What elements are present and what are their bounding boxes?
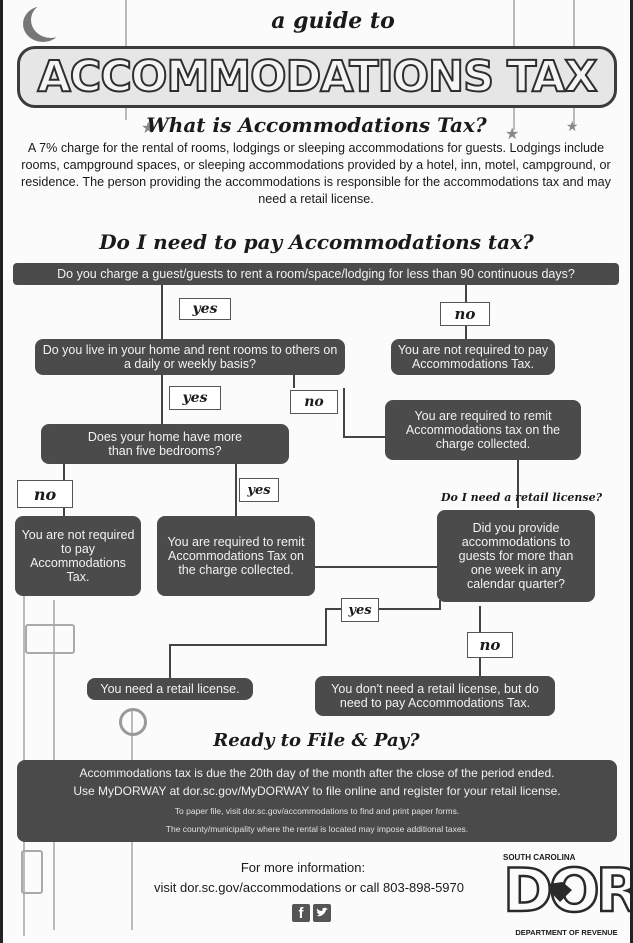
ready-line-4: The county/municipality where the rental… [165,824,469,834]
header-subtitle: a guide to [271,8,395,34]
not-required-right: You are not required to pay Accommodatio… [391,339,555,375]
key-icon [119,708,147,736]
question-4: Did you provide accommodations to guests… [437,510,595,602]
ready-line-1: Accommodations tax is due the 20th day o… [79,766,555,780]
connector [161,284,163,340]
connector [235,462,237,522]
connector [293,374,295,388]
star-icon: ★ [566,118,579,134]
star-icon: ★ [141,120,156,137]
facebook-icon[interactable]: f [292,904,310,922]
more-info-label: For more information: [240,860,366,875]
connector [169,644,171,680]
ready-line-2: Use MyDORWAY at dor.sc.gov/MyDORWAY to f… [73,784,561,798]
twitter-icon[interactable] [313,904,331,922]
yes-label: yes [239,478,279,502]
question-2: Do you live in your home and rent rooms … [35,339,345,375]
page-title: ACCOMMODATIONS TAX [37,51,599,103]
connector [161,374,163,426]
connector [517,460,519,508]
question-1: Do you charge a guest/guests to rent a r… [13,263,619,285]
flow-heading: Do I need to pay Accommodations tax? [99,230,534,254]
facebook-letter: f [298,905,304,922]
no-label: no [467,632,513,658]
connector [169,644,327,646]
state-label: SOUTH CAROLINA [503,853,576,862]
bed-icon [25,624,75,654]
retail-question-label: Do I need a retail license? [441,491,603,504]
department-label: DEPARTMENT OF REVENUE [503,928,630,937]
connector [343,388,345,436]
need-license: You need a retail license. [87,678,253,700]
yes-label: yes [341,598,379,622]
moon-icon [31,2,71,38]
connector [325,608,441,610]
ready-heading: Ready to File & Pay? [213,730,420,751]
ready-panel [17,760,617,842]
connector [315,566,439,568]
connector [325,608,327,646]
required-right: You are required to remit Accommodations… [385,400,581,460]
luggage-icon [21,850,43,894]
yes-label: yes [169,386,221,410]
star-icon: ★ [505,126,520,143]
yes-label: yes [179,298,231,320]
not-required-left: You are not required to pay Accommodatio… [15,516,141,596]
title-banner: ACCOMMODATIONS TAX [17,46,617,108]
no-label: no [290,390,338,414]
question-3: Does your home have more than five bedro… [41,424,289,464]
intro-body: A 7% charge for the rental of rooms, lod… [21,141,611,206]
twitter-bird-icon [316,907,328,917]
no-license: You don't need a retail license, but do … [315,676,555,716]
contact-info: visit dor.sc.gov/accommodations or call … [154,880,464,895]
intro-heading: What is Accommodations Tax? [146,113,487,137]
no-label: no [440,302,490,326]
ready-line-3: To paper file, visit dor.sc.gov/accommod… [174,806,460,816]
required-middle: You are required to remit Accommodations… [157,516,315,596]
no-label: no [17,480,73,508]
connector [343,436,385,438]
connector [439,600,441,610]
